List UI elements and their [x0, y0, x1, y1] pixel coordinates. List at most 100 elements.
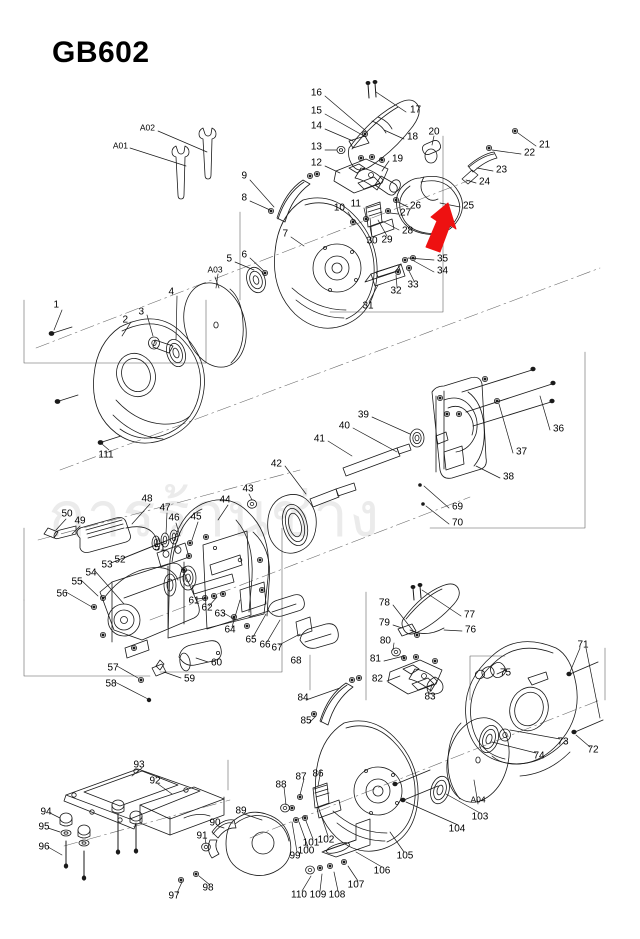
- part-callout-63: 63: [214, 609, 226, 620]
- part-callout-44: 44: [219, 495, 231, 506]
- part-callout-1: 1: [53, 300, 59, 311]
- part-callout-26: 26: [410, 201, 422, 212]
- part-callout-5: 5: [226, 254, 232, 265]
- part-callout-15: 15: [311, 106, 323, 117]
- part-callout-80: 80: [380, 636, 392, 647]
- part-callout-106: 106: [374, 866, 391, 877]
- part-callout-57: 57: [107, 663, 119, 674]
- part-callout-99: 99: [289, 851, 301, 862]
- part-callout-31: 31: [362, 301, 374, 312]
- part-callout-101: 101: [303, 838, 320, 849]
- part-callout-62: 62: [201, 603, 213, 614]
- part-callout-61: 61: [188, 596, 200, 607]
- part-callout-52: 52: [114, 555, 126, 566]
- part-callout-77: 77: [464, 610, 476, 621]
- part-callout-104: 104: [449, 824, 466, 835]
- part-callout-76: 76: [465, 625, 477, 636]
- part-callout-55: 55: [71, 577, 83, 588]
- part-callout-42: 42: [271, 459, 283, 470]
- part-callout-79: 79: [379, 618, 391, 629]
- part-callout-68: 68: [290, 656, 302, 667]
- part-callout-21: 21: [539, 140, 551, 151]
- part-callout-33: 33: [407, 280, 419, 291]
- part-callout-97: 97: [168, 891, 180, 902]
- part-callout-20: 20: [428, 127, 440, 138]
- part-callout-24: 24: [479, 177, 491, 188]
- part-callout-11: 11: [351, 199, 362, 210]
- part-callout-22: 22: [524, 148, 536, 159]
- part-callout-71: 71: [577, 640, 589, 651]
- part-callout-88: 88: [275, 780, 287, 791]
- part-callout-9: 9: [241, 171, 247, 182]
- part-callout-39: 39: [358, 410, 370, 421]
- highlight-arrow: [425, 202, 457, 253]
- part-callout-73: 73: [557, 737, 569, 748]
- part-callout-107: 107: [348, 880, 365, 891]
- part-callout-12: 12: [311, 158, 323, 169]
- part-callout-84: 84: [297, 693, 309, 704]
- part-callout-54: 54: [85, 568, 97, 579]
- part-callout-102: 102: [318, 835, 335, 846]
- part-callout-30: 30: [366, 236, 378, 247]
- part-callout-48: 48: [141, 494, 153, 505]
- part-callout-65: 65: [245, 635, 257, 646]
- part-callout-105: 105: [397, 851, 414, 862]
- part-callout-43: 43: [242, 484, 254, 495]
- part-callout-29: 29: [381, 235, 393, 246]
- part-callout-81: 81: [370, 654, 382, 665]
- part-callout-59: 59: [184, 674, 196, 685]
- part-callout-56: 56: [56, 589, 68, 600]
- part-callout-74: 74: [533, 751, 545, 762]
- part-callout-91: 91: [196, 831, 208, 842]
- part-callout-50: 50: [61, 509, 73, 520]
- part-callout-A01: A01: [113, 140, 128, 150]
- part-callout-23: 23: [496, 165, 508, 176]
- page-title: GB602: [52, 36, 150, 69]
- part-callout-13: 13: [311, 142, 323, 153]
- part-callout-51: 51: [154, 543, 166, 554]
- part-callout-A04: A04: [470, 794, 485, 804]
- part-callout-45: 45: [190, 512, 202, 523]
- part-callout-72: 72: [587, 745, 599, 756]
- part-callout-67: 67: [271, 643, 283, 654]
- part-callout-28: 28: [402, 226, 414, 237]
- part-callout-83: 83: [424, 692, 436, 703]
- part-callout-111: 111: [98, 450, 114, 461]
- part-callout-40: 40: [339, 421, 351, 432]
- part-callout-10: 10: [334, 203, 346, 214]
- part-callout-78: 78: [379, 598, 391, 609]
- part-callout-A02: A02: [140, 122, 155, 132]
- part-callout-8: 8: [241, 193, 247, 204]
- part-callout-7: 7: [282, 229, 288, 240]
- part-callout-14: 14: [311, 121, 323, 132]
- part-callout-70: 70: [452, 518, 464, 529]
- part-callout-35: 35: [437, 254, 449, 265]
- part-callout-87: 87: [295, 772, 307, 783]
- part-callout-100: 100: [298, 846, 315, 857]
- part-callout-A03: A03: [207, 264, 222, 274]
- part-callout-6: 6: [241, 250, 247, 261]
- part-callout-46: 46: [168, 513, 180, 524]
- part-callout-93: 93: [133, 760, 145, 771]
- part-callout-17: 17: [410, 105, 422, 116]
- part-callout-49: 49: [74, 516, 86, 527]
- part-callout-82: 82: [372, 674, 384, 685]
- part-callout-27: 27: [400, 208, 412, 219]
- part-callout-66: 66: [259, 640, 271, 651]
- part-callout-94: 94: [40, 807, 52, 818]
- part-callout-58: 58: [105, 679, 117, 690]
- part-callout-98: 98: [202, 883, 214, 894]
- part-callout-92: 92: [149, 776, 161, 787]
- part-callout-18: 18: [407, 132, 419, 143]
- part-callout-75: 75: [500, 668, 512, 679]
- part-callout-110: 110: [291, 890, 307, 901]
- part-callout-25: 25: [463, 201, 475, 212]
- part-callout-47: 47: [159, 503, 171, 514]
- part-callout-89: 89: [235, 806, 247, 817]
- part-callout-38: 38: [503, 472, 515, 483]
- part-callout-95: 95: [38, 822, 50, 833]
- part-callout-64: 64: [224, 625, 236, 636]
